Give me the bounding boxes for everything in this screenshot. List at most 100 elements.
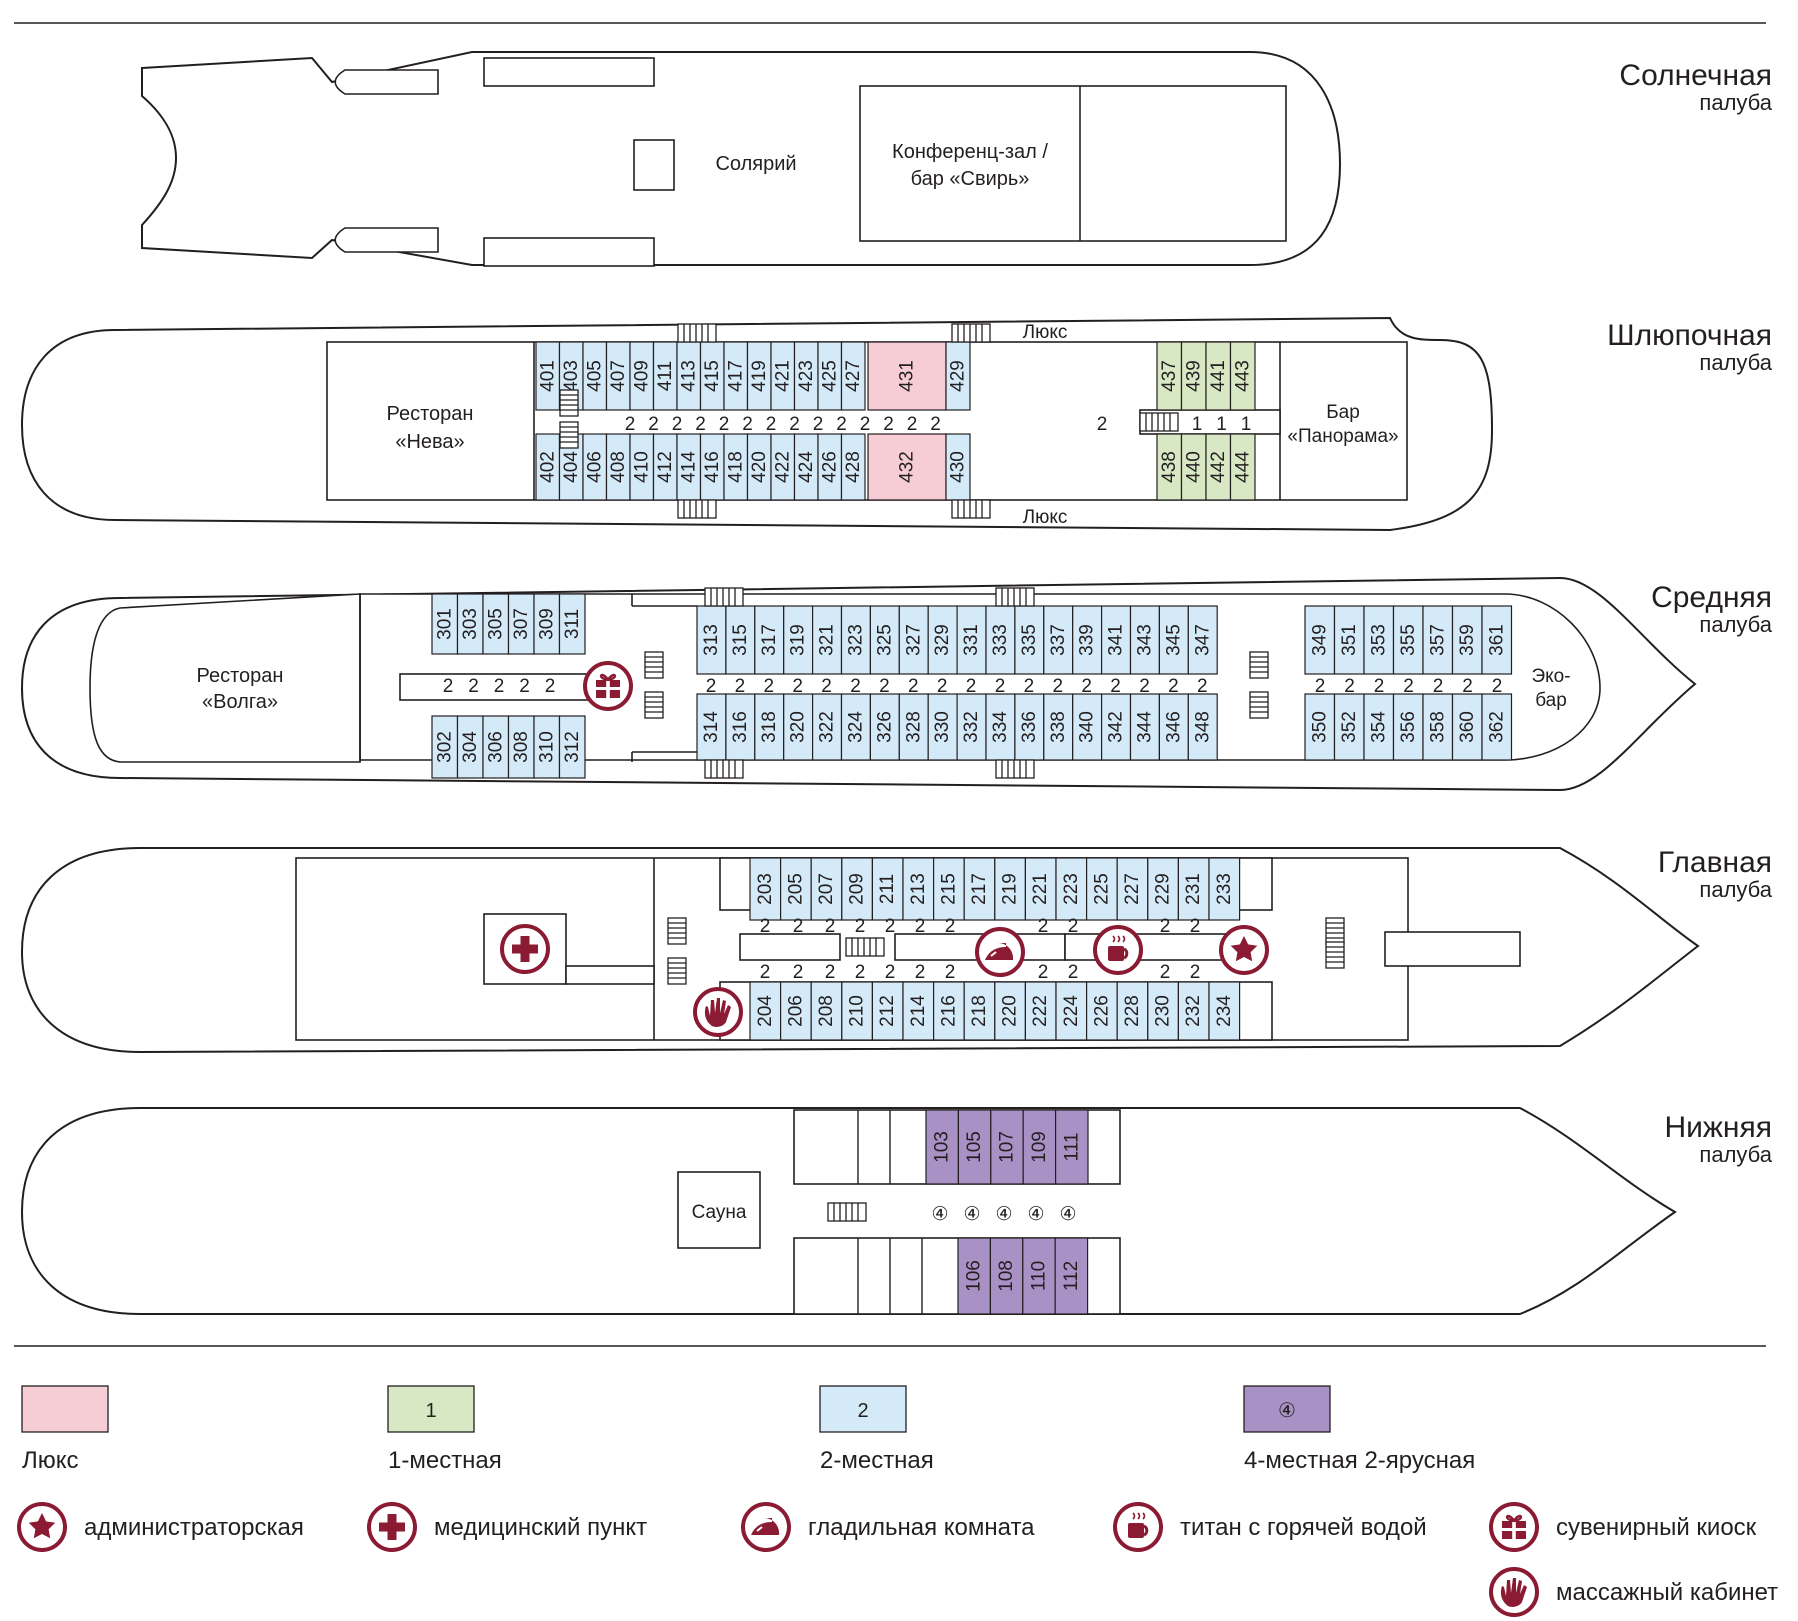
cabin-205[interactable]: 205 [779, 857, 812, 921]
cabin-312[interactable]: 312 [558, 715, 586, 779]
cabin-327[interactable]: 327 [898, 605, 929, 675]
cabin-405[interactable]: 405 [582, 341, 608, 411]
cabin-416[interactable]: 416 [699, 433, 725, 501]
cabin-353[interactable]: 353 [1363, 605, 1395, 675]
cabin-408[interactable]: 408 [605, 433, 631, 501]
cabin-107[interactable]: 107 [990, 1109, 1024, 1185]
cabin-217[interactable]: 217 [963, 857, 996, 921]
cabin-218[interactable]: 218 [963, 981, 996, 1041]
cabin-335[interactable]: 335 [1014, 605, 1045, 675]
cabin-220[interactable]: 220 [994, 981, 1026, 1041]
cabin-203[interactable]: 203 [749, 857, 782, 921]
cabin-437[interactable]: 437 [1156, 341, 1183, 411]
cabin-444[interactable]: 444 [1229, 433, 1256, 501]
cabin-233[interactable]: 233 [1208, 857, 1241, 921]
cabin-204[interactable]: 204 [749, 981, 782, 1041]
cabin-321[interactable]: 321 [811, 605, 843, 675]
cabin-349[interactable]: 349 [1304, 605, 1336, 675]
cabin-213[interactable]: 213 [902, 857, 935, 921]
cabin-347[interactable]: 347 [1187, 605, 1218, 675]
cabin-362[interactable]: 362 [1481, 693, 1513, 761]
cabin-223[interactable]: 223 [1055, 857, 1088, 921]
cabin-361[interactable]: 361 [1481, 605, 1513, 675]
cabin-306[interactable]: 306 [482, 715, 510, 779]
cabin-319[interactable]: 319 [783, 605, 814, 675]
cabin-350[interactable]: 350 [1304, 693, 1336, 761]
cabin-224[interactable]: 224 [1055, 981, 1088, 1041]
cabin-108[interactable]: 108 [989, 1237, 1024, 1315]
cabin-209[interactable]: 209 [841, 857, 873, 921]
cabin-432[interactable]: 432 [867, 433, 947, 501]
cabin-317[interactable]: 317 [754, 605, 785, 675]
cabin-310[interactable]: 310 [533, 715, 561, 779]
cabin-440[interactable]: 440 [1180, 433, 1207, 501]
cabin-112[interactable]: 112 [1054, 1237, 1089, 1315]
cabin-438[interactable]: 438 [1156, 433, 1183, 501]
cabin-359[interactable]: 359 [1451, 605, 1483, 675]
cabin-417[interactable]: 417 [723, 341, 749, 411]
cabin-212[interactable]: 212 [871, 981, 904, 1041]
cabin-301[interactable]: 301 [431, 593, 459, 655]
cabin-409[interactable]: 409 [629, 341, 655, 411]
cabin-228[interactable]: 228 [1116, 981, 1149, 1041]
cabin-439[interactable]: 439 [1180, 341, 1207, 411]
cabin-214[interactable]: 214 [902, 981, 935, 1041]
cabin-307[interactable]: 307 [507, 593, 535, 655]
cabin-411[interactable]: 411 [652, 341, 678, 411]
cabin-106[interactable]: 106 [957, 1237, 992, 1315]
cabin-331[interactable]: 331 [956, 605, 987, 675]
cabin-219[interactable]: 219 [994, 857, 1026, 921]
cabin-414[interactable]: 414 [676, 433, 702, 501]
cabin-346[interactable]: 346 [1158, 693, 1189, 761]
cabin-231[interactable]: 231 [1177, 857, 1210, 921]
cabin-358[interactable]: 358 [1422, 693, 1454, 761]
cabin-324[interactable]: 324 [840, 693, 871, 761]
cabin-109[interactable]: 109 [1022, 1109, 1057, 1185]
cabin-427[interactable]: 427 [840, 341, 866, 411]
cabin-227[interactable]: 227 [1116, 857, 1149, 921]
cabin-111[interactable]: 111 [1054, 1109, 1089, 1185]
cabin-354[interactable]: 354 [1363, 693, 1395, 761]
cabin-110[interactable]: 110 [1022, 1237, 1056, 1315]
cabin-337[interactable]: 337 [1043, 605, 1074, 675]
cabin-413[interactable]: 413 [676, 341, 702, 411]
cabin-105[interactable]: 105 [957, 1109, 992, 1185]
cabin-304[interactable]: 304 [456, 715, 484, 779]
cabin-421[interactable]: 421 [770, 341, 796, 411]
cabin-229[interactable]: 229 [1147, 857, 1180, 921]
cabin-315[interactable]: 315 [725, 605, 756, 675]
cabin-428[interactable]: 428 [840, 433, 866, 501]
cabin-226[interactable]: 226 [1085, 981, 1118, 1041]
cabin-216[interactable]: 216 [932, 981, 965, 1041]
cabin-426[interactable]: 426 [817, 433, 843, 501]
cabin-406[interactable]: 406 [582, 433, 608, 501]
cabin-333[interactable]: 333 [985, 605, 1016, 675]
cabin-338[interactable]: 338 [1043, 693, 1074, 761]
cabin-419[interactable]: 419 [746, 341, 772, 411]
cabin-320[interactable]: 320 [783, 693, 814, 761]
cabin-215[interactable]: 215 [932, 857, 965, 921]
cabin-424[interactable]: 424 [793, 433, 819, 501]
cabin-442[interactable]: 442 [1205, 433, 1232, 501]
cabin-407[interactable]: 407 [605, 341, 631, 411]
cabin-401[interactable]: 401 [535, 341, 561, 411]
cabin-323[interactable]: 323 [840, 605, 871, 675]
cabin-309[interactable]: 309 [533, 593, 561, 655]
cabin-348[interactable]: 348 [1187, 693, 1218, 761]
cabin-429[interactable]: 429 [945, 341, 971, 411]
cabin-422[interactable]: 422 [770, 433, 796, 501]
cabin-425[interactable]: 425 [817, 341, 843, 411]
cabin-211[interactable]: 211 [871, 857, 904, 921]
cabin-330[interactable]: 330 [927, 693, 958, 761]
cabin-418[interactable]: 418 [723, 433, 749, 501]
cabin-336[interactable]: 336 [1014, 693, 1045, 761]
cabin-410[interactable]: 410 [629, 433, 655, 501]
cabin-342[interactable]: 342 [1100, 693, 1132, 761]
cabin-441[interactable]: 441 [1205, 341, 1232, 411]
cabin-344[interactable]: 344 [1129, 693, 1160, 761]
cabin-402[interactable]: 402 [535, 433, 561, 501]
cabin-412[interactable]: 412 [652, 433, 678, 501]
cabin-341[interactable]: 341 [1100, 605, 1132, 675]
cabin-443[interactable]: 443 [1229, 341, 1256, 411]
cabin-345[interactable]: 345 [1158, 605, 1189, 675]
